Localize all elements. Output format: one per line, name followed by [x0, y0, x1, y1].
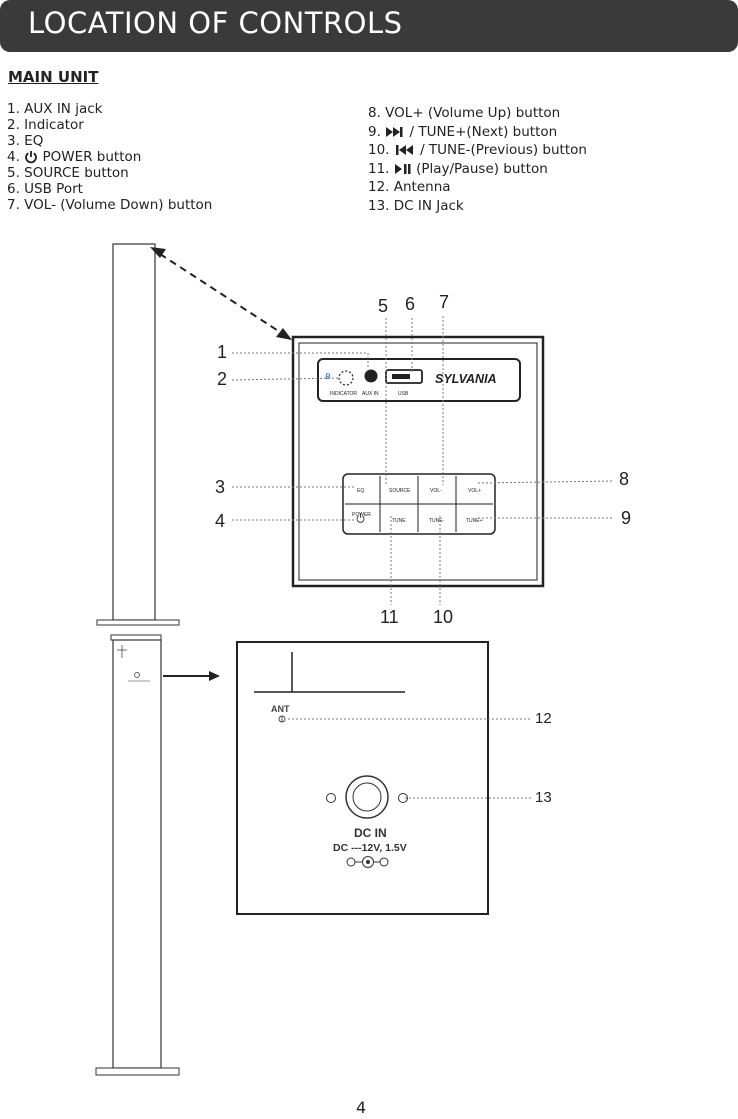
play-pause-icon [394, 163, 411, 174]
list-item: 1. AUX IN jack [7, 101, 103, 117]
list-item-number: 10. [368, 142, 390, 158]
list-item: 13. DC IN Jack [368, 197, 464, 214]
tower-lower [95, 634, 180, 1076]
controls-list-left: 1. AUX IN jack 2. Indicator 3. EQ 4. POW… [7, 101, 212, 213]
polarity-symbol-icon [346, 856, 389, 868]
indicator-label: INDICATOR [330, 391, 357, 397]
page-number: 4 [356, 1098, 367, 1117]
tower-upper [96, 243, 180, 626]
list-item: 5. SOURCE button [7, 165, 129, 181]
list-item: 7. VOL- (Volume Down) button [7, 197, 213, 213]
list-item: 11. (Play/Pause) button [368, 160, 587, 179]
bluetooth-icon: ʙ [325, 371, 331, 382]
front-panel: ʙ [291, 335, 545, 588]
list-item: 8. VOL+ (Volume Up) button [368, 105, 561, 121]
list-item: 4. POWER button [7, 149, 212, 165]
callout-12: 12 [535, 710, 552, 727]
list-item: 12. Antenna [368, 179, 451, 195]
list-item: 6. USB Port [7, 181, 83, 197]
callout-11: 11 [380, 607, 399, 627]
eq-button-label: EQ [357, 488, 364, 494]
callout-leaders [231, 316, 615, 799]
tune-minus-button-label: TUNE- [429, 518, 445, 524]
callout-10: 10 [433, 607, 454, 627]
callout-1: 1 [217, 342, 228, 362]
power-icon [356, 515, 365, 523]
header-bar: LOCATION OF CONTROLS [0, 0, 738, 52]
brand-label: SYLVANIA [435, 372, 497, 386]
list-item-number: 9. [368, 123, 381, 140]
page-title: LOCATION OF CONTROLS [28, 6, 403, 40]
next-icon [386, 126, 403, 137]
callout-2: 2 [217, 369, 228, 389]
callout-8: 8 [619, 469, 630, 489]
list-item-number: 11. [368, 160, 390, 177]
ant-label: ANT [271, 704, 290, 714]
controls-list-right: 8. VOL+ (Volume Up) button 9. / TUNE+(Ne… [368, 104, 587, 215]
arrow-to-back-panel [163, 671, 220, 681]
previous-icon [395, 145, 413, 155]
usb-label: USB [398, 391, 409, 397]
source-button-label: SOURCE [389, 488, 411, 494]
vol-plus-button-label: VOL+ [468, 488, 481, 494]
callout-5: 5 [378, 296, 389, 316]
callout-9: 9 [621, 508, 632, 528]
list-item: 3. EQ [7, 133, 44, 149]
power-icon [25, 151, 38, 164]
back-panel [236, 641, 489, 915]
list-item-label: POWER button [42, 149, 142, 165]
list-item: 10. / TUNE-(Previous) button [368, 141, 587, 160]
section-title: MAIN UNIT [8, 68, 99, 86]
list-item: 2. Indicator [7, 117, 84, 133]
callout-7: 7 [439, 292, 450, 312]
list-item-label: (Play/Pause) button [416, 160, 548, 177]
vol-minus-button-label: VOL- [430, 488, 442, 494]
list-item: 9. / TUNE+(Next) button [368, 123, 587, 142]
list-item-number: 4. [7, 149, 20, 165]
tune-plus-button-label: TUNE+ [466, 518, 483, 524]
arrow-to-front-panel [150, 247, 292, 340]
callout-4: 4 [215, 511, 226, 531]
callout-3: 3 [215, 477, 226, 497]
power-button-label: POWER [352, 512, 371, 518]
aux-in-label: AUX IN [362, 391, 379, 397]
list-item-label: / TUNE+(Next) button [409, 123, 558, 140]
callout-6: 6 [405, 294, 416, 314]
dc-spec-label: DC ---12V, 1.5V [333, 842, 407, 854]
dc-in-jack [345, 775, 389, 819]
callout-13: 13 [535, 789, 552, 806]
list-item-label: / TUNE-(Previous) button [420, 142, 587, 158]
dc-in-label: DC IN [354, 826, 387, 840]
tune-button-label: TUNE [392, 518, 406, 524]
